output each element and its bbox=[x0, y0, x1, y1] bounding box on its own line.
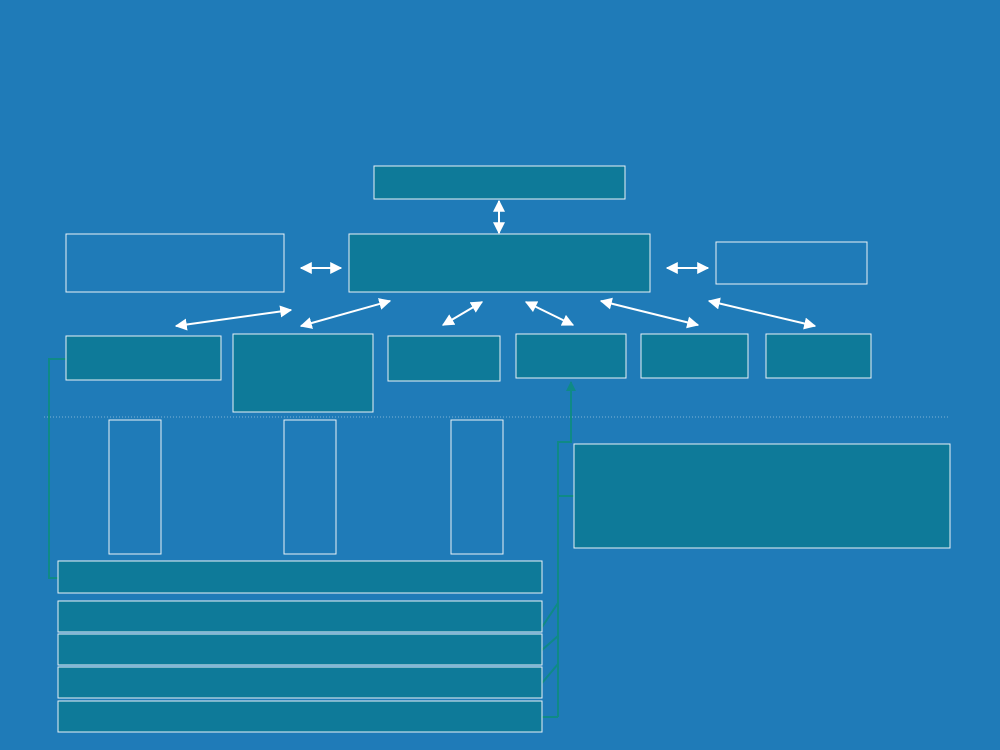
node-top-box bbox=[373, 165, 626, 200]
node-bar-1 bbox=[57, 560, 543, 594]
node-panel-box bbox=[573, 443, 951, 549]
node-row-box-3 bbox=[387, 335, 501, 382]
edge-center-row1 bbox=[174, 305, 293, 331]
node-bar-3 bbox=[57, 633, 543, 666]
node-right-box bbox=[715, 241, 868, 285]
node-column-box-2 bbox=[283, 419, 337, 555]
node-bar-4 bbox=[57, 666, 543, 699]
node-row-box-5 bbox=[640, 333, 749, 379]
connector-row1-bar1 bbox=[48, 358, 67, 579]
node-row-box-6 bbox=[765, 333, 872, 379]
edge-center-row2 bbox=[299, 298, 392, 329]
edge-center-row5 bbox=[599, 297, 700, 329]
node-row-box-2 bbox=[232, 333, 374, 413]
node-column-box-3 bbox=[450, 419, 504, 555]
node-bar-5 bbox=[57, 700, 543, 733]
diagram-nodes bbox=[57, 165, 951, 733]
connector-edges bbox=[48, 358, 576, 718]
node-left-box bbox=[65, 233, 285, 293]
connector-bar2 bbox=[541, 602, 559, 628]
connector-trunk-to-row4 bbox=[557, 381, 576, 717]
arrow-edges bbox=[174, 199, 817, 331]
edge-center-row3 bbox=[441, 301, 484, 326]
node-row-box-4 bbox=[515, 333, 627, 379]
connector-bar3 bbox=[541, 635, 559, 651]
node-row-box-1 bbox=[65, 335, 222, 381]
edge-center-row6 bbox=[707, 297, 817, 330]
node-center-box bbox=[348, 233, 651, 293]
node-column-box-1 bbox=[108, 419, 162, 555]
node-bar-2 bbox=[57, 600, 543, 633]
edge-center-row4 bbox=[524, 301, 575, 326]
connector-bar4 bbox=[541, 663, 559, 684]
